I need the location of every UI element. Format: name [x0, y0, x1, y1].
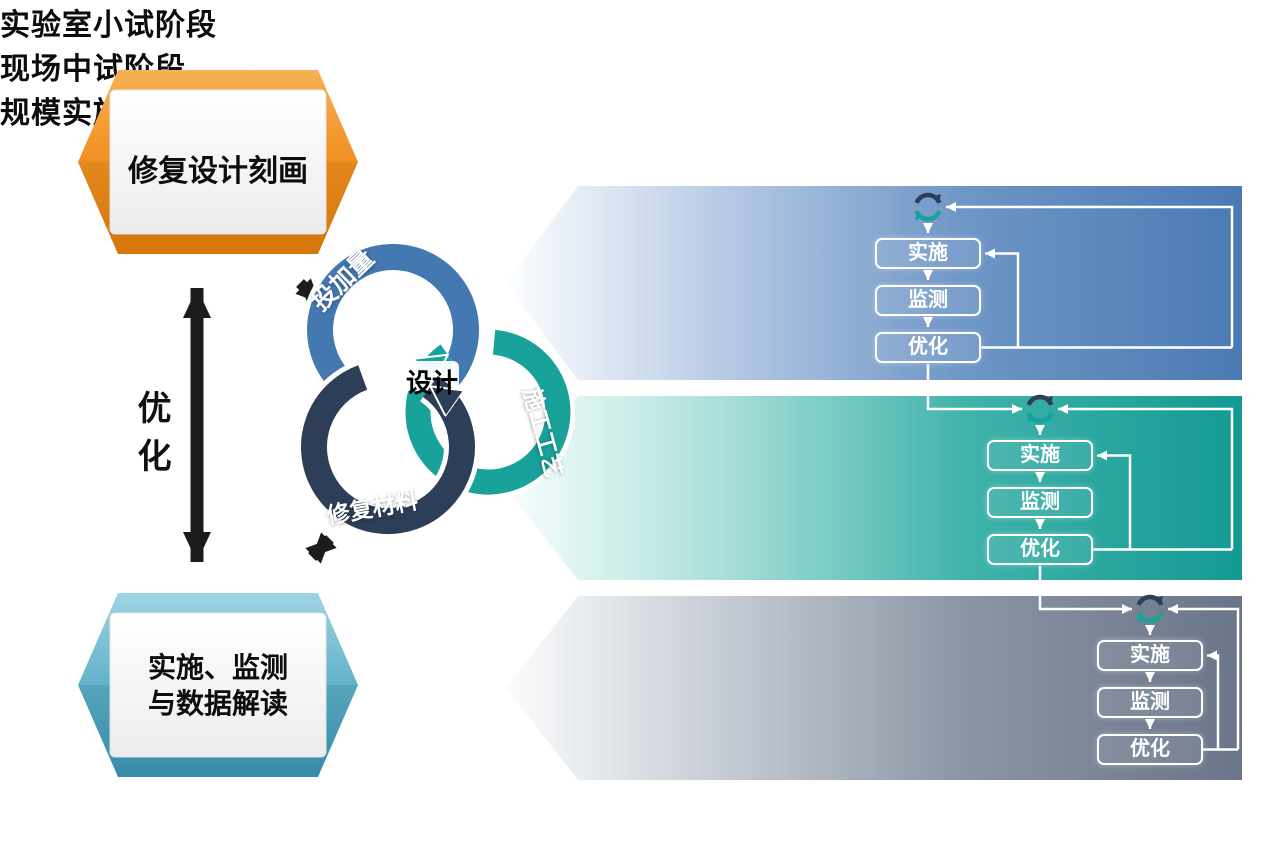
badge-bottom-line2: 与数据解读 — [147, 687, 288, 719]
loop-icon-scale — [1136, 594, 1164, 624]
badge-bottom-line1: 实施、监测 — [147, 652, 288, 683]
band-label-lab: 实验室小试阶段 — [0, 9, 217, 42]
flowchart-pilot-lines — [1035, 404, 1234, 614]
badge-top-label: 修复设计刻画 — [128, 155, 308, 188]
flowchart-lab-lines — [923, 202, 1234, 414]
step-box-optimize-lab: 优化 — [875, 332, 981, 363]
band-scale-shape — [506, 596, 1242, 780]
step-box-optimize-scale: 优化 — [1097, 734, 1203, 765]
ring-process — [405, 329, 571, 495]
badge-top-shape — [78, 70, 358, 254]
connector-pilot-to-scale — [1038, 566, 1132, 614]
flowchart-scale-lines — [1145, 604, 1240, 751]
cycle-center-label: 设计 — [405, 368, 458, 398]
step-box-monitor-scale: 监测 — [1097, 687, 1203, 718]
step-box-monitor-lab: 监测 — [875, 285, 981, 316]
loop-icon-pilot — [1026, 394, 1054, 424]
band-pilot-shape — [506, 396, 1242, 580]
link-arrow-bottom — [305, 532, 337, 564]
band-lab-shape — [506, 186, 1242, 380]
ring-dosage — [307, 244, 479, 411]
step-box-optimize-pilot: 优化 — [987, 534, 1093, 565]
optimize-arrow-label: 优化 — [132, 390, 170, 486]
step-box-monitor-pilot: 监测 — [987, 487, 1093, 518]
cycle-rings — [296, 239, 575, 540]
connector-lab-to-pilot — [926, 364, 1022, 414]
ring-material — [301, 365, 475, 535]
loop-icon-lab — [914, 192, 942, 222]
step-box-implement-lab: 实施 — [875, 238, 981, 269]
badge-bottom-shape — [78, 593, 358, 777]
step-box-implement-scale: 实施 — [1097, 640, 1203, 671]
step-box-implement-pilot: 实施 — [987, 440, 1093, 471]
badge-bottom-label: 实施、监测 与数据解读 — [112, 650, 324, 722]
